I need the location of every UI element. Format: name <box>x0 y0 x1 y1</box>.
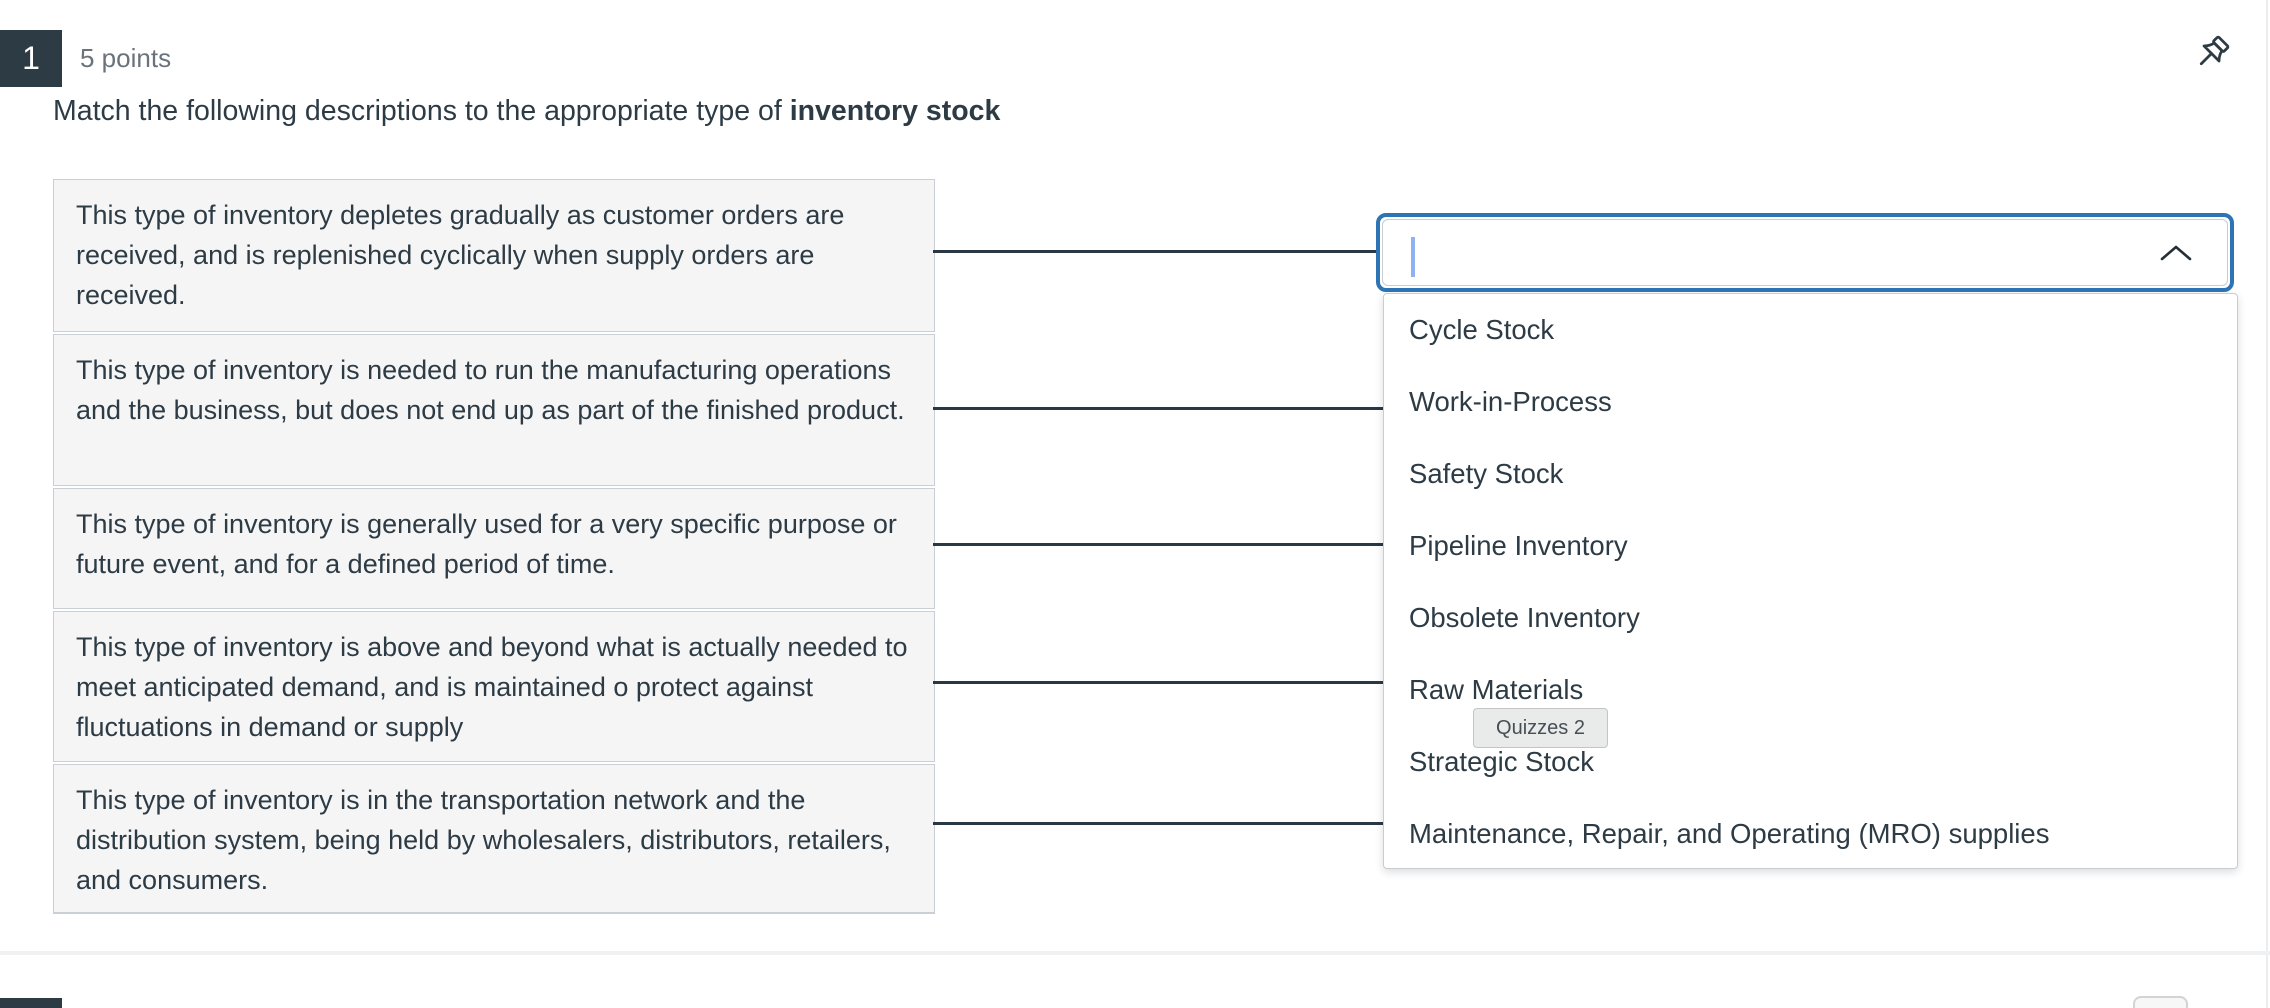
question-prompt-text: Match the following descriptions to the … <box>53 95 790 127</box>
connector-line-4 <box>933 681 1383 684</box>
dropdown-option-mro-supplies[interactable]: Maintenance, Repair, and Operating (MRO)… <box>1409 818 2050 849</box>
question-number-badge: 1 <box>0 30 62 87</box>
connector-line-2 <box>933 407 1383 410</box>
text-cursor <box>1411 237 1415 277</box>
question-prompt: Match the following descriptions to the … <box>53 95 1000 128</box>
quizzes-count-badge: Quizzes 2 <box>1473 708 1608 748</box>
pushpin-icon <box>2189 32 2233 76</box>
match-answer-input[interactable] <box>1409 224 2147 281</box>
match-description-3: This type of inventory is generally used… <box>53 488 935 609</box>
connector-line-5 <box>933 822 1383 825</box>
dropdown-option-pipeline-inventory[interactable]: Pipeline Inventory <box>1409 530 1628 561</box>
dropdown-option-strategic-stock[interactable]: Strategic Stock <box>1409 746 1594 777</box>
pin-question-button[interactable] <box>2183 26 2239 82</box>
dropdown-option-cycle-stock[interactable]: Cycle Stock <box>1409 314 1555 345</box>
dropdown-option-work-in-process[interactable]: Work-in-Process <box>1409 386 1612 417</box>
dropdown-option-raw-materials[interactable]: Raw Materials <box>1409 674 1584 705</box>
next-question-number-badge <box>0 998 62 1008</box>
match-description-4: This type of inventory is above and beyo… <box>53 611 935 762</box>
question-points-label: 5 points <box>80 43 172 73</box>
content-right-border <box>2266 0 2268 1008</box>
question-prompt-bold-term: inventory stock <box>789 95 1001 127</box>
match-description-5: This type of inventory is in the transpo… <box>53 764 935 914</box>
combobox-toggle-button[interactable] <box>2153 220 2199 285</box>
match-answer-combobox <box>1376 213 2234 292</box>
next-question-pin-button[interactable] <box>2133 996 2188 1008</box>
match-description-1: This type of inventory depletes graduall… <box>53 179 935 332</box>
match-description-2: This type of inventory is needed to run … <box>53 334 935 486</box>
dropdown-option-list: Cycle Stock Work-in-Process Safety Stock… <box>1383 293 2238 869</box>
chevron-up-icon <box>2158 243 2194 263</box>
question-divider <box>0 951 2270 955</box>
connector-line-1 <box>933 250 1383 253</box>
combobox-field <box>1382 219 2228 286</box>
dropdown-option-safety-stock[interactable]: Safety Stock <box>1409 458 1564 489</box>
connector-line-3 <box>933 543 1383 546</box>
dropdown-option-obsolete-inventory[interactable]: Obsolete Inventory <box>1409 602 1640 633</box>
